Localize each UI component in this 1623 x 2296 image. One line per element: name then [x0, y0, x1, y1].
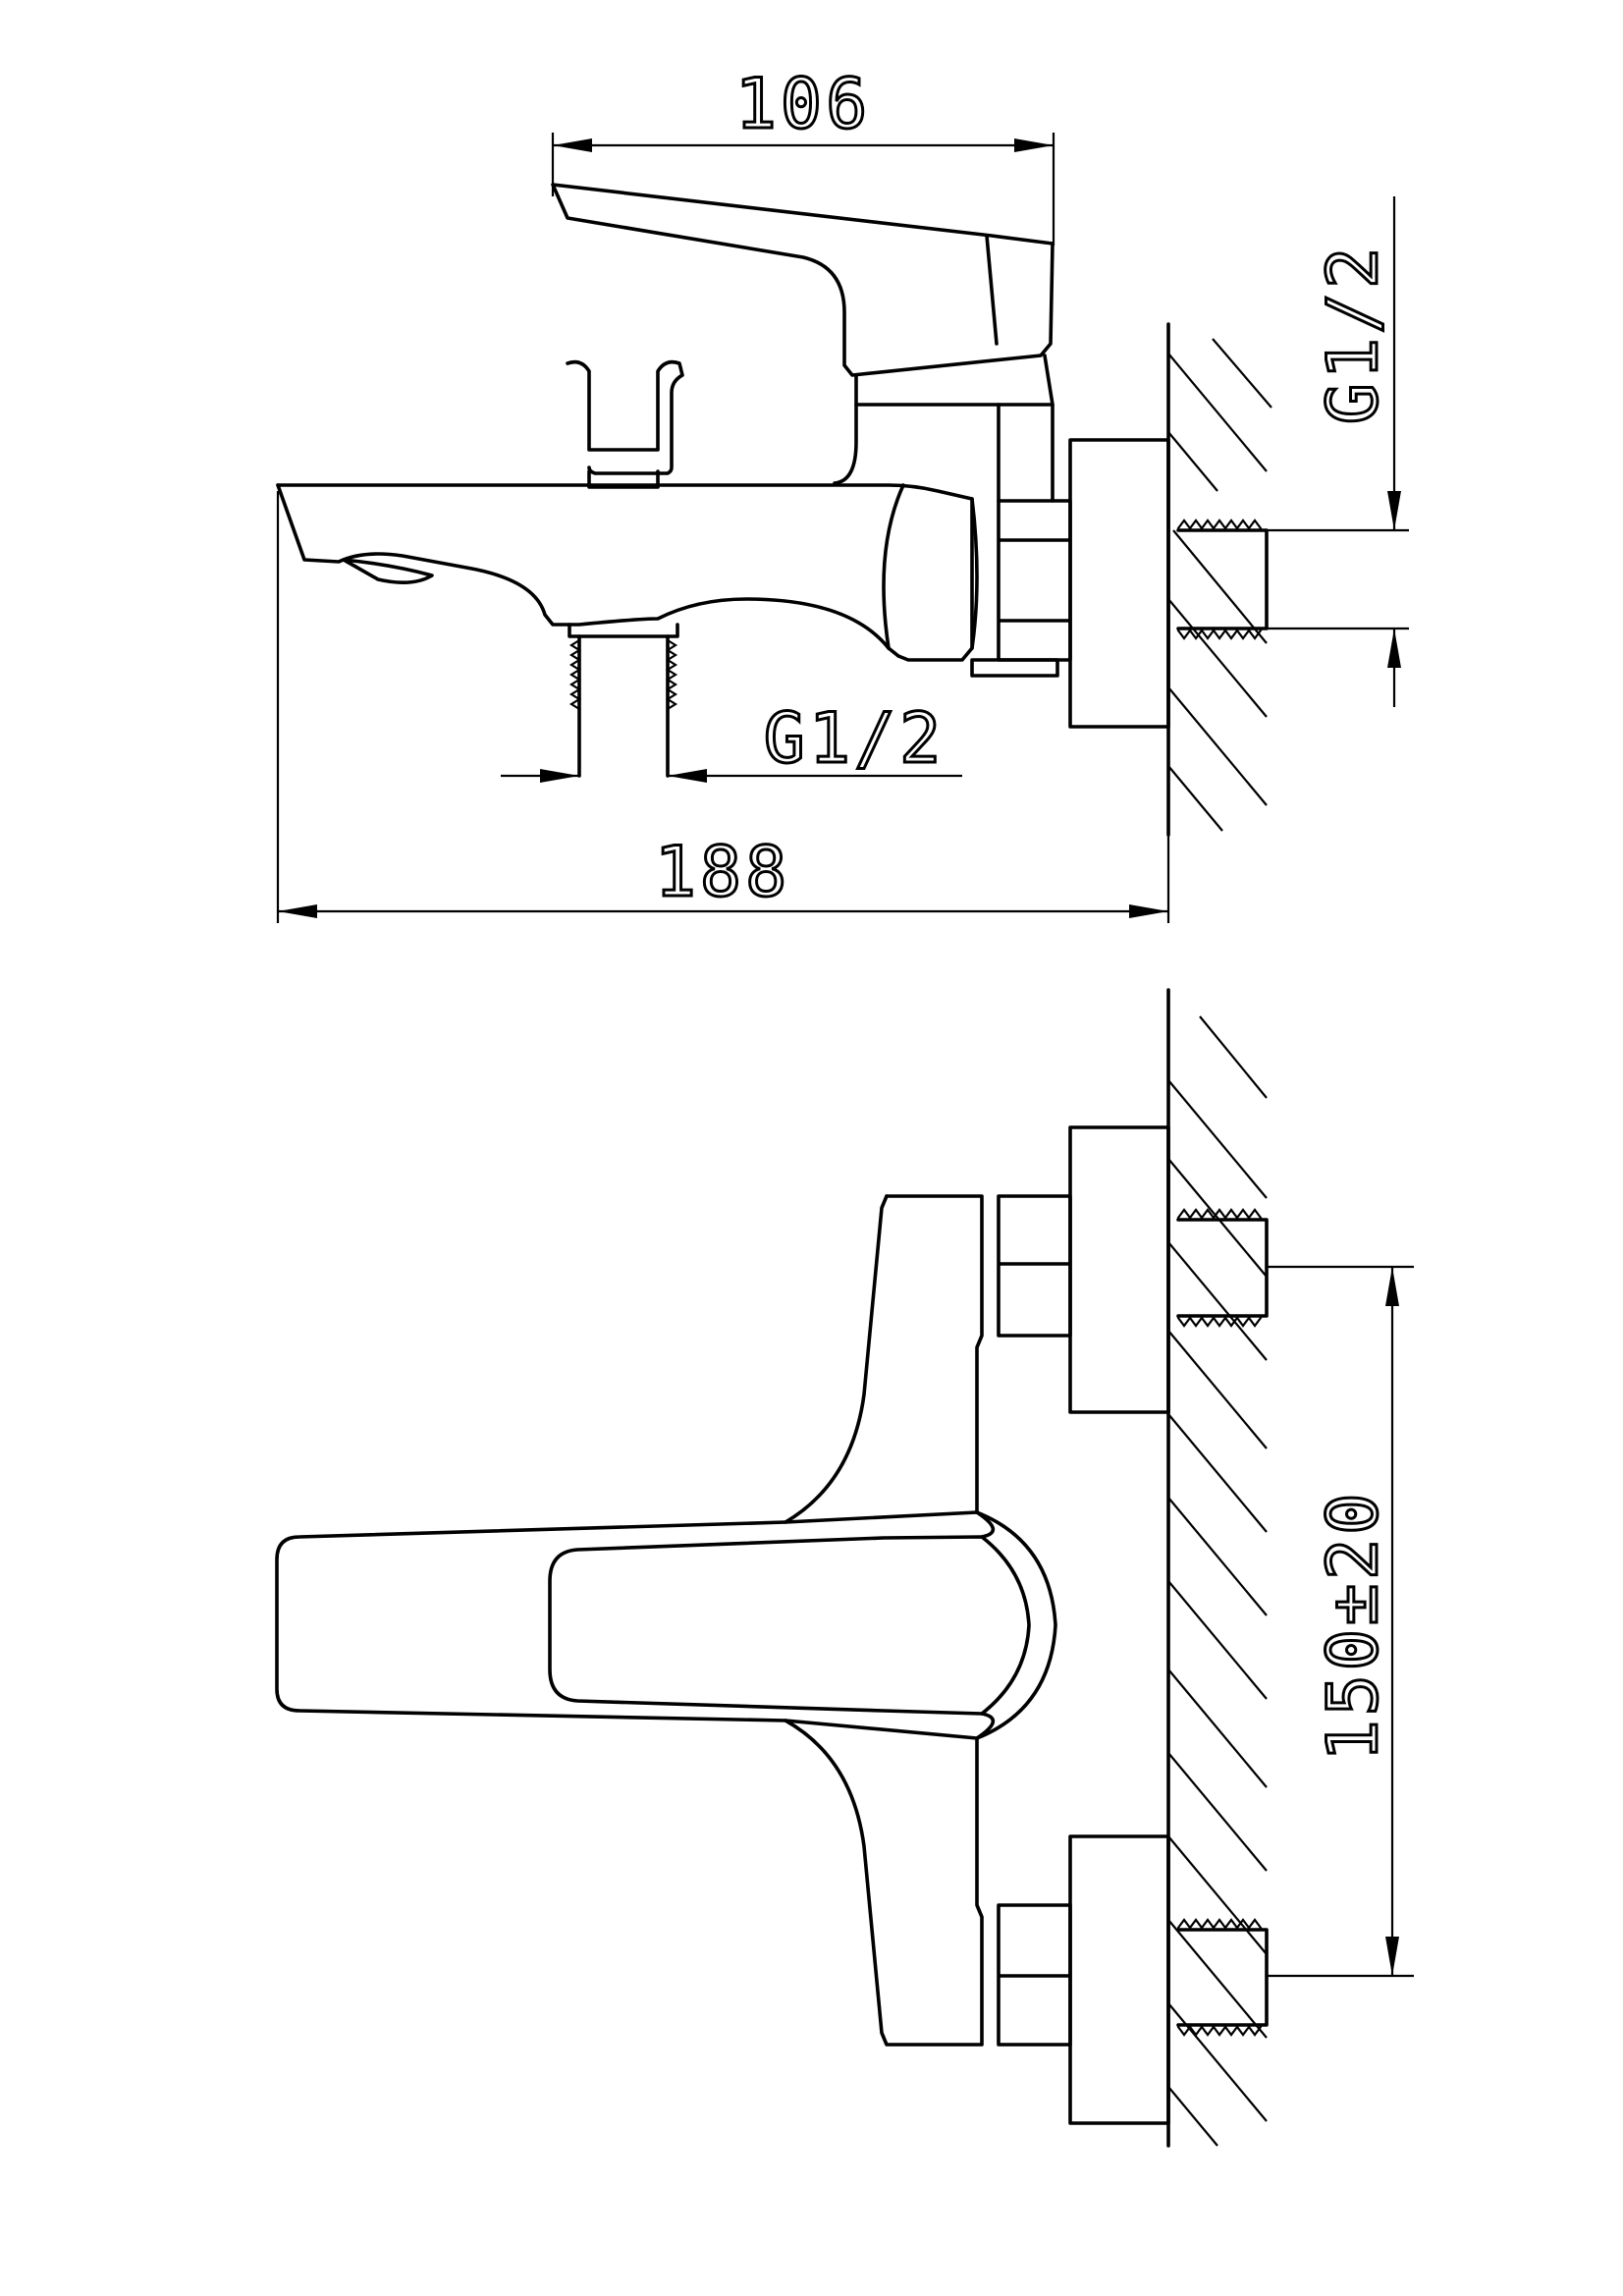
dim-inlet-arrow-bottom [1387, 629, 1401, 668]
body-bottom [784, 1719, 984, 2047]
lower-nut [997, 1903, 1072, 2047]
wall-flange [1068, 438, 1170, 729]
dim-106-label: 106 [735, 64, 871, 144]
dim-spacing-arrow-top [1385, 1267, 1399, 1306]
lower-thread-top [1176, 1918, 1263, 1930]
lever-front-joint [975, 1510, 996, 1740]
upper-nut [997, 1194, 1072, 1338]
dim-outlet-label: G1/2 [764, 698, 946, 779]
body-top-right [885, 1194, 984, 1514]
lever-edge [985, 234, 999, 346]
body-base [970, 658, 1059, 678]
dim-outlet-arrow-right [668, 769, 707, 783]
front-view: 150±20 [275, 988, 1414, 2148]
wall-hatch-lower [1167, 1015, 1268, 2147]
dim-outlet-arrow-left [540, 769, 579, 783]
outlet-pipe [577, 634, 670, 778]
cartridge-left [833, 373, 858, 485]
lever-front-outline [275, 1510, 1057, 1740]
outlet-thread-right [665, 638, 678, 711]
lever-handle [551, 183, 1055, 377]
dim-106-arrow-left [553, 138, 592, 152]
lever-front-inset [548, 1535, 1031, 1716]
dim-188-arrow-right [1129, 904, 1168, 918]
lower-pipe [1176, 1928, 1269, 2027]
dim-spacing-arrow-bottom [1385, 1937, 1399, 1976]
inlet-thread-bottom [1176, 629, 1263, 640]
hex-nut [997, 499, 1072, 662]
outlet-thread-left [568, 638, 582, 711]
cartridge-right [1043, 354, 1055, 503]
spout-aerator [342, 558, 434, 584]
spout-underside [276, 483, 900, 658]
lower-thread-bottom [1176, 2025, 1263, 2037]
dim-inlet-arrow-top [1387, 491, 1401, 530]
diverter-stem [587, 469, 660, 489]
dim-188-label: 188 [655, 832, 790, 912]
body-top-left [784, 1194, 889, 1524]
dim-inlet-label: G1/2 [1313, 244, 1393, 425]
diverter-knob [566, 359, 684, 475]
lower-flange [1068, 1834, 1170, 2125]
dim-spacing-label: 150±20 [1313, 1490, 1393, 1762]
outlet-nut [568, 623, 679, 638]
upper-pipe [1176, 1218, 1269, 1318]
body-cap [970, 497, 979, 650]
dim-188-arrow-left [278, 904, 317, 918]
body-curve [882, 483, 905, 650]
inlet-thread-top [1176, 519, 1263, 530]
spout-top [276, 483, 974, 662]
inlet-pipe [1176, 528, 1269, 630]
side-view: 106 188 G1/2 G1/2 [276, 63, 1409, 923]
upper-thread-bottom [1176, 1316, 1263, 1328]
upper-flange [1068, 1125, 1170, 1414]
dim-106-arrow-right [1014, 138, 1054, 152]
wall-hatch-upper [1167, 338, 1272, 832]
upper-thread-top [1176, 1208, 1263, 1220]
